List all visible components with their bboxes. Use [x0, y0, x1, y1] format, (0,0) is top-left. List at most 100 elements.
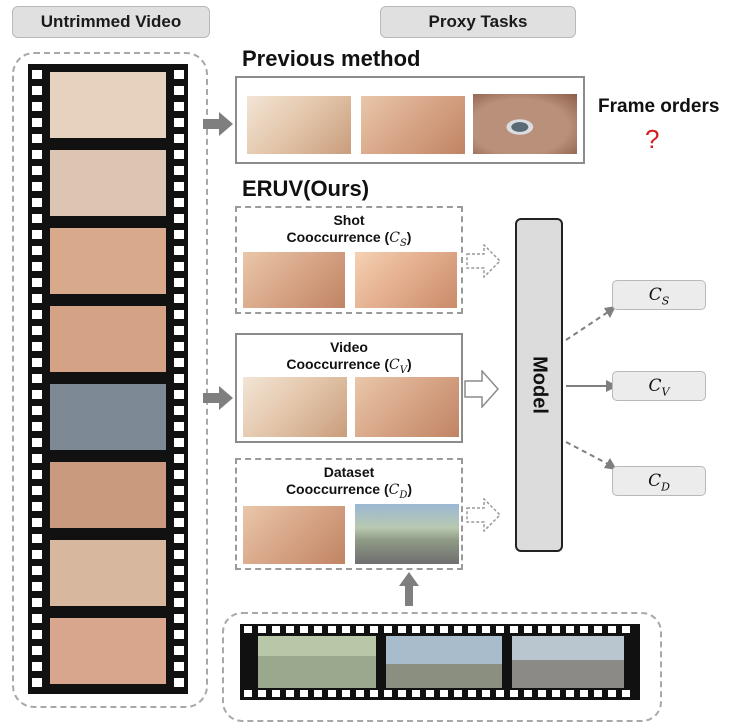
sprocket-hole: [174, 598, 184, 607]
sprocket-hole: [370, 690, 378, 697]
output-cv: CV: [612, 371, 706, 401]
sprocket-hole: [32, 454, 42, 463]
sprocket-hole: [32, 118, 42, 127]
sprocket-hole: [32, 406, 42, 415]
sprocket-hole: [174, 294, 184, 303]
arrow-to-previous: [203, 112, 233, 136]
sprocket-hole: [174, 518, 184, 527]
sprocket-hole: [174, 70, 184, 79]
sprocket-hole: [426, 690, 434, 697]
sprocket-hole: [174, 422, 184, 431]
dataset-frame-1: [243, 506, 345, 564]
sprocket-hole: [510, 690, 518, 697]
video-frame: [50, 384, 166, 450]
sprocket-hole: [538, 626, 546, 633]
sprocket-hole: [524, 626, 532, 633]
sprocket-hole: [174, 278, 184, 287]
sprocket-hole: [32, 70, 42, 79]
model-output-arrows: [565, 306, 618, 470]
sprocket-hole: [440, 690, 448, 697]
video-frame: [50, 228, 166, 294]
sprocket-hole: [370, 626, 378, 633]
sprocket-hole: [510, 626, 518, 633]
sprocket-hole: [32, 230, 42, 239]
sprocket-hole: [32, 614, 42, 623]
previous-method-title: Previous method: [242, 46, 421, 71]
video-frame: [50, 72, 166, 138]
question-mark: ?: [645, 124, 660, 154]
sprocket-hole: [174, 86, 184, 95]
sprocket-hole: [398, 626, 406, 633]
sprocket-hole: [32, 582, 42, 591]
sprocket-hole: [468, 626, 476, 633]
sprocket-hole: [32, 310, 42, 319]
sprocket-hole: [314, 690, 322, 697]
video-frame: [50, 150, 166, 216]
sprocket-hole: [244, 690, 252, 697]
sprocket-hole: [32, 214, 42, 223]
sprocket-hole: [32, 678, 42, 687]
sprocket-hole: [32, 390, 42, 399]
sprocket-hole: [32, 102, 42, 111]
sprocket-hole: [174, 262, 184, 271]
sprocket-hole: [426, 626, 434, 633]
previous-method-box: [235, 76, 585, 164]
sprocket-hole: [454, 626, 462, 633]
shot-frame-2: [355, 252, 457, 308]
video-frame: [50, 306, 166, 372]
video-title: Video Cooccurrence (CV): [286, 339, 412, 376]
sprocket-hole: [174, 390, 184, 399]
sprocket-hole: [622, 690, 630, 697]
sprocket-hole: [174, 438, 184, 447]
output-cd: CD: [612, 466, 706, 496]
sprocket-hole: [32, 502, 42, 511]
sprocket-hole: [328, 690, 336, 697]
sprocket-hole: [482, 626, 490, 633]
sprocket-hole: [622, 626, 630, 633]
video-frame: [50, 462, 166, 528]
sprocket-hole: [608, 626, 616, 633]
sprocket-hole: [342, 626, 350, 633]
sprocket-hole: [32, 358, 42, 367]
sprocket-hole: [174, 550, 184, 559]
arrow-to-eruv: [203, 386, 233, 410]
shot-frame-1: [243, 252, 345, 308]
sprocket-hole: [32, 134, 42, 143]
sprocket-hole: [538, 690, 546, 697]
external-film-strip: [240, 624, 640, 700]
sprocket-hole: [174, 182, 184, 191]
sprocket-hole: [174, 486, 184, 495]
sprocket-hole: [32, 374, 42, 383]
sprocket-hole: [32, 166, 42, 175]
sprocket-hole: [32, 646, 42, 655]
sprocket-hole: [496, 626, 504, 633]
sprocket-hole: [258, 626, 266, 633]
sprocket-hole: [174, 614, 184, 623]
sprocket-hole: [174, 102, 184, 111]
sprocket-hole: [174, 646, 184, 655]
sprocket-hole: [32, 534, 42, 543]
sprocket-hole: [174, 630, 184, 639]
sprocket-hole: [286, 626, 294, 633]
sprocket-hole: [174, 454, 184, 463]
dataset-title: Dataset Cooccurrence (CD): [285, 464, 413, 501]
sprocket-hole: [174, 358, 184, 367]
sprocket-hole: [580, 626, 588, 633]
sprocket-hole: [32, 438, 42, 447]
shot-cooccurrence-box: Shot Cooccurrence (CS): [235, 206, 463, 314]
previous-frame-3: [473, 94, 577, 154]
sprocket-hole: [32, 326, 42, 335]
sprocket-hole: [174, 198, 184, 207]
sprocket-hole: [398, 690, 406, 697]
sprocket-hole: [32, 342, 42, 351]
sprocket-hole: [594, 626, 602, 633]
sprocket-hole: [580, 690, 588, 697]
sprocket-hole: [32, 518, 42, 527]
sprocket-hole: [32, 662, 42, 671]
arrow-up-external: [399, 572, 419, 606]
sprocket-hole: [440, 626, 448, 633]
sprocket-hole: [174, 214, 184, 223]
sprocket-hole: [482, 690, 490, 697]
untrimmed-video-header: Untrimmed Video: [12, 6, 210, 38]
sprocket-hole: [32, 550, 42, 559]
